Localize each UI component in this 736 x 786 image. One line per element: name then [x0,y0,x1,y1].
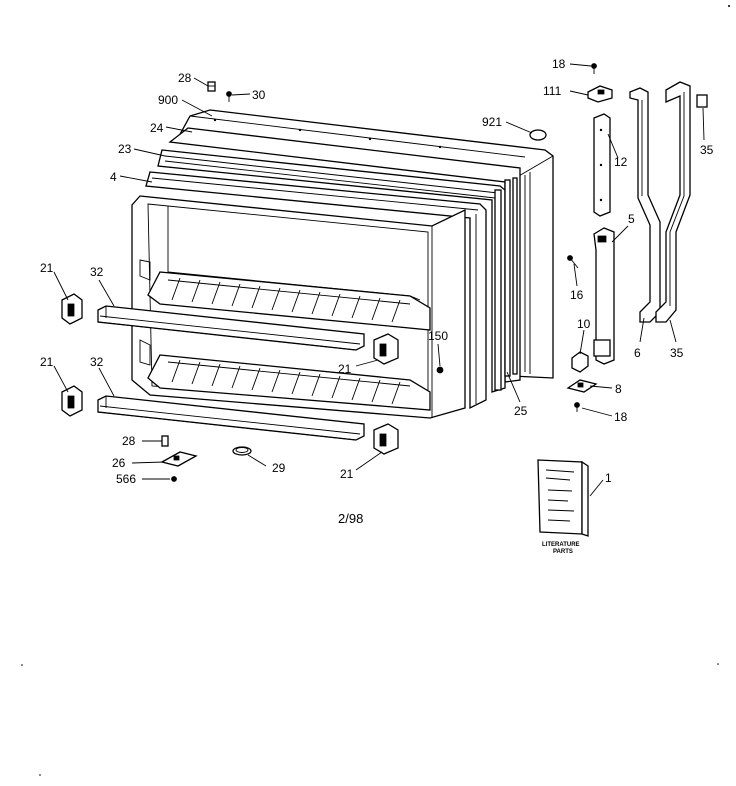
callout-32-upper: 32 [90,265,104,279]
callout-10: 10 [577,317,591,331]
screw-16 [567,255,579,269]
callout-24: 24 [150,121,164,135]
screw-28-bottom [161,435,169,447]
ring-29 [232,446,252,456]
callout-21-upper-left: 21 [40,261,54,275]
bracket-26 [160,451,198,467]
callout-4: 4 [110,170,117,184]
callout-35-top: 35 [700,143,714,157]
screw-18-top [591,63,597,74]
end-cap-lower-right [373,423,399,455]
leader-lines [53,63,705,497]
callout-12: 12 [614,155,628,169]
upper-shelf-ribs [171,277,401,323]
callout-29: 29 [272,461,286,475]
literature-booklet: LITERATURE PARTS [537,459,589,555]
callout-6: 6 [634,346,641,360]
end-cap-upper-left [61,293,83,325]
insert-35 [696,94,708,108]
callout-900: 900 [158,93,178,107]
callout-8: 8 [615,382,622,396]
door-bar-upper [97,305,365,351]
callout-16: 16 [570,288,584,302]
callout-35-bottom: 35 [670,346,684,360]
callout-labels: 28 30 900 24 23 4 921 18 111 12 35 5 16 … [40,57,714,486]
lower-shelf-ribs [171,359,401,405]
plug-921 [529,129,547,141]
callout-21-upper-right: 21 [338,362,352,376]
handle-6 [629,87,661,323]
booklet-title-line2: PARTS [553,549,573,555]
bracket-111 [587,85,613,103]
callout-5: 5 [628,212,635,226]
handle-35 [655,81,691,323]
callout-26: 26 [112,456,126,470]
handle-plate-12 [593,113,611,217]
bracket-8 [566,379,598,393]
callout-28-top: 28 [178,71,192,85]
callout-30: 30 [252,88,266,102]
screw-150 [436,366,444,374]
cap-10 [571,351,589,373]
callout-28-bottom: 28 [122,434,136,448]
callout-566: 566 [116,472,136,486]
screw-566 [171,476,177,482]
screw-30 [226,91,232,102]
callout-150: 150 [428,329,448,343]
callout-18-bottom: 18 [614,410,628,424]
callout-21-lower-right: 21 [340,467,354,481]
end-cap-upper-right [373,333,399,365]
door-liner-inner [131,195,466,419]
callout-1: 1 [605,471,612,485]
callout-921: 921 [482,115,502,129]
callout-111: 111 [543,84,562,98]
end-cap-lower-left [61,385,83,417]
handle-mount-5 [593,227,615,365]
callout-23: 23 [118,142,132,156]
date-code: 2/98 [338,511,363,526]
scan-specks [21,5,730,776]
callout-25: 25 [514,404,528,418]
callout-32-lower: 32 [90,355,104,369]
door-bar-lower [97,395,365,441]
door-liner-frames [145,127,521,410]
screw-28-top [207,81,216,92]
callout-18-top: 18 [552,57,566,71]
screw-18-bottom [574,402,580,412]
booklet-title-line1: LITERATURE [542,542,580,548]
callout-21-lower-left: 21 [40,355,54,369]
